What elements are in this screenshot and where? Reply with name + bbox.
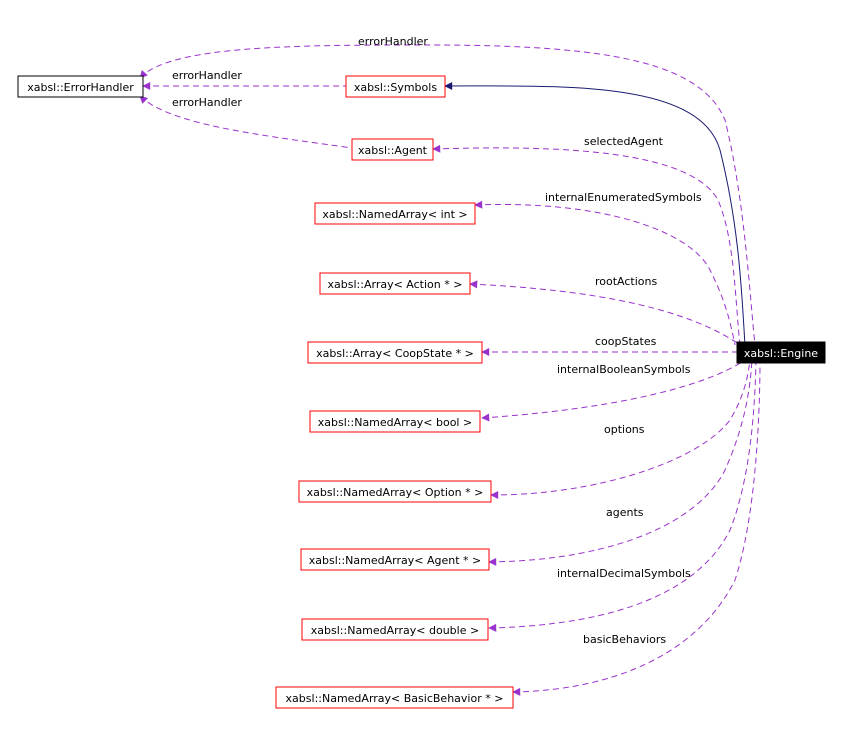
node-engine[interactable]: xabsl::Engine xyxy=(736,341,826,364)
node-label: xabsl::NamedArray< BasicBehavior * > xyxy=(286,692,504,705)
edge-labels: errorHandler errorHandler errorHandler s… xyxy=(172,35,702,646)
node-label: xabsl::Array< CoopState * > xyxy=(316,347,474,360)
node-box xyxy=(314,202,476,225)
edge-error-handler-agent xyxy=(139,95,353,149)
node-box xyxy=(298,480,492,503)
edge-label-error-handler-top: errorHandler xyxy=(358,35,428,48)
edge-label-internal-boolean-symbols: internalBooleanSymbols xyxy=(557,363,691,376)
node-box xyxy=(309,410,481,433)
node-box xyxy=(300,548,490,571)
edge-selected-agent xyxy=(432,144,741,346)
edge-label-agents: agents xyxy=(606,506,644,519)
edge-options xyxy=(490,359,751,499)
edge-error-handler-top xyxy=(139,44,756,346)
edge-label-internal-decimal-symbols: internalDecimalSymbols xyxy=(557,567,691,580)
edge-root-actions xyxy=(469,280,741,346)
node-label: xabsl::NamedArray< bool > xyxy=(318,416,472,429)
edge-label-error-handler-agent: errorHandler xyxy=(172,96,242,109)
node-array-action[interactable]: xabsl::Array< Action * > xyxy=(319,272,471,295)
edge-internal-enumerated-symbols xyxy=(474,200,736,346)
node-box xyxy=(275,686,514,709)
node-box xyxy=(319,272,471,295)
node-label: xabsl::NamedArray< int > xyxy=(322,208,467,221)
node-label: xabsl::ErrorHandler xyxy=(27,81,134,94)
edge-label-root-actions: rootActions xyxy=(595,275,658,288)
node-label: xabsl::NamedArray< Option * > xyxy=(307,486,484,499)
node-error-handler[interactable]: xabsl::ErrorHandler xyxy=(17,75,144,98)
edge-label-error-handler-symbols: errorHandler xyxy=(172,69,242,82)
edge-label-coop-states: coopStates xyxy=(595,335,657,348)
node-label: xabsl::NamedArray< double > xyxy=(311,624,479,637)
node-box xyxy=(301,618,489,641)
node-box xyxy=(307,341,483,364)
node-agent[interactable]: xabsl::Agent xyxy=(351,138,434,161)
node-box xyxy=(351,138,434,161)
node-box xyxy=(736,341,826,364)
node-label: xabsl::Engine xyxy=(744,347,818,360)
node-named-array-basic-behavior[interactable]: xabsl::NamedArray< BasicBehavior * > xyxy=(275,686,514,709)
edges xyxy=(139,44,761,696)
edge-label-internal-enumerated-symbols: internalEnumeratedSymbols xyxy=(545,191,702,204)
edge-label-basic-behaviors: basicBehaviors xyxy=(583,633,666,646)
node-array-coop-state[interactable]: xabsl::Array< CoopState * > xyxy=(307,341,483,364)
node-label: xabsl::Symbols xyxy=(354,81,437,94)
edge-label-selected-agent: selectedAgent xyxy=(584,135,664,148)
edge-internal-decimal-symbols xyxy=(488,359,757,632)
edge-internal-boolean-symbols xyxy=(481,359,746,422)
node-label: xabsl::NamedArray< Agent * > xyxy=(309,554,481,567)
node-named-array-int[interactable]: xabsl::NamedArray< int > xyxy=(314,202,476,225)
edge-agents xyxy=(488,359,753,566)
node-named-array-agent[interactable]: xabsl::NamedArray< Agent * > xyxy=(300,548,490,571)
node-label: xabsl::Array< Action * > xyxy=(328,278,463,291)
node-named-array-option[interactable]: xabsl::NamedArray< Option * > xyxy=(298,480,492,503)
node-box xyxy=(17,75,144,98)
edge-basic-behaviors xyxy=(512,359,761,696)
node-symbols[interactable]: xabsl::Symbols xyxy=(345,75,446,98)
node-named-array-bool[interactable]: xabsl::NamedArray< bool > xyxy=(309,410,481,433)
edge-label-options: options xyxy=(604,423,645,436)
node-box xyxy=(345,75,446,98)
node-label: xabsl::Agent xyxy=(358,144,428,157)
node-named-array-double[interactable]: xabsl::NamedArray< double > xyxy=(301,618,489,641)
edge-symbols-inheritance xyxy=(444,81,746,346)
